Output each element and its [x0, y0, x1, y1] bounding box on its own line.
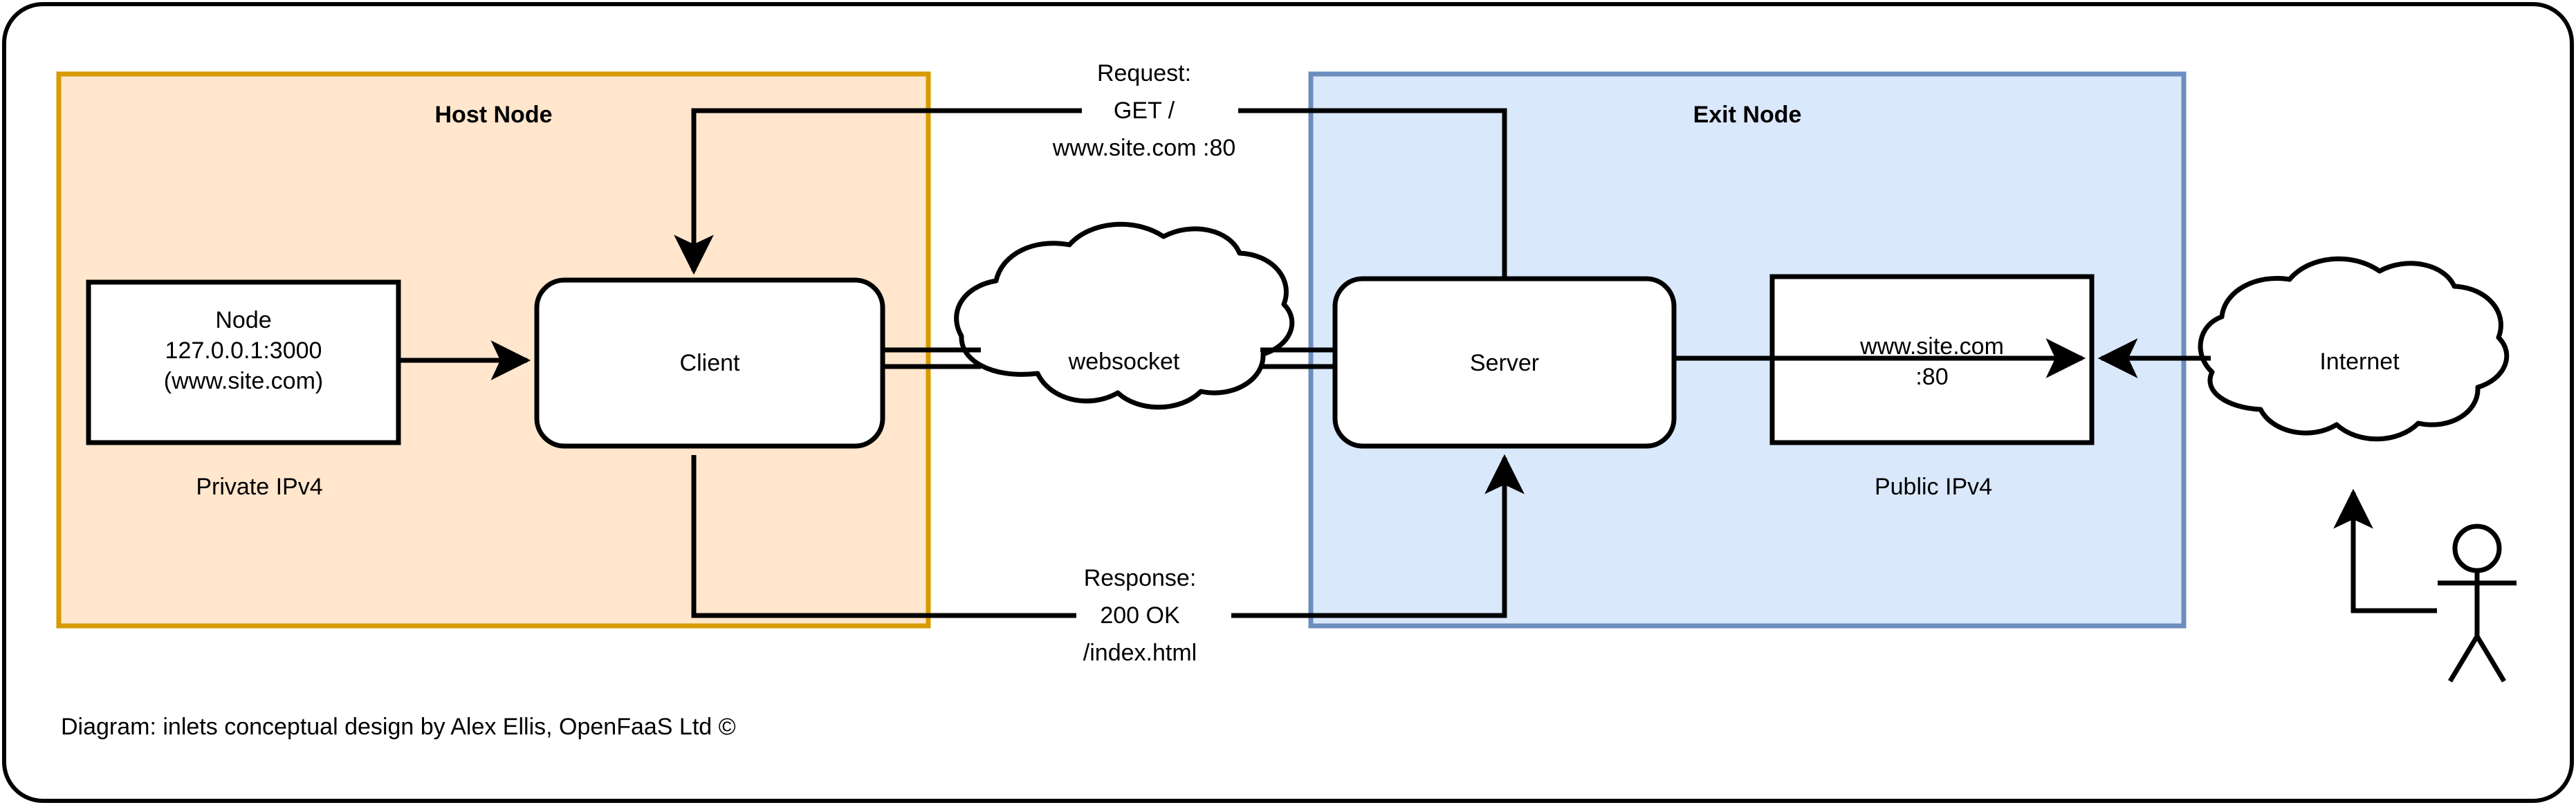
- websocket-cloud-shape: [954, 221, 1295, 410]
- response-label-line-3: /index.html: [1083, 640, 1197, 666]
- node-box-line-3: (www.site.com): [163, 368, 324, 394]
- exit-node-title: Exit Node: [1693, 102, 1802, 128]
- site-box-line-1: www.site.com: [1860, 333, 2004, 360]
- internet-cloud-shape: [2198, 256, 2510, 442]
- node-box-line-2: 127.0.0.1:3000: [165, 337, 322, 364]
- exit-node-subtitle: Public IPv4: [1874, 474, 1993, 500]
- site-box-line-2: :80: [1915, 364, 1949, 390]
- response-label-line-2: 200 OK: [1100, 602, 1180, 629]
- internet-cloud-label: Internet: [2319, 349, 2400, 375]
- request-label-line-1: Request:: [1096, 60, 1192, 86]
- response-label-line-1: Response:: [1083, 565, 1197, 591]
- edge-response-to-server: [1231, 454, 1525, 618]
- host-node-title: Host Node: [434, 102, 553, 128]
- request-label-line-3: www.site.com :80: [1052, 135, 1236, 161]
- edge-request-to-client: [674, 108, 1082, 275]
- node-box-line-1: Node: [215, 307, 272, 333]
- edge-user-to-internet: [2333, 488, 2437, 613]
- edge-request-to-server: [1238, 108, 1507, 277]
- node-box-shape: [86, 279, 401, 445]
- client-box-label: Client: [679, 350, 740, 376]
- server-box-shape: [1332, 276, 1677, 449]
- request-label-line-2: GET /: [1113, 98, 1175, 124]
- user-actor-shape: [2438, 524, 2517, 683]
- client-box-shape: [534, 277, 885, 449]
- host-node-subtitle: Private IPv4: [196, 474, 323, 500]
- websocket-cloud-label: websocket: [1068, 349, 1180, 375]
- edge-response-from-client: [691, 455, 1076, 618]
- server-box-label: Server: [1469, 350, 1540, 376]
- diagram-caption: Diagram: inlets conceptual design by Ale…: [61, 714, 736, 740]
